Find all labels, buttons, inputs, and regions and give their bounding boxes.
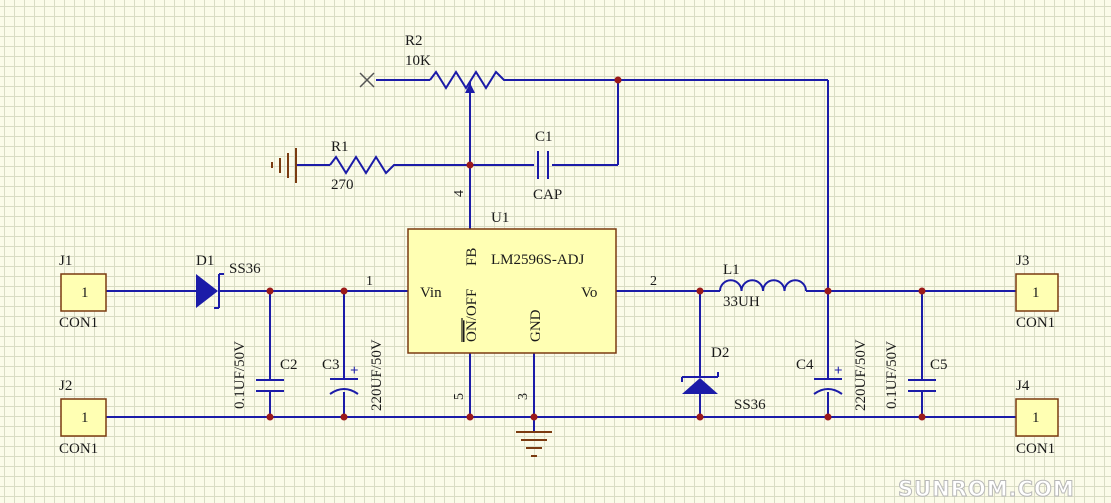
junction	[614, 76, 622, 84]
u1-pin-number-5: 5	[452, 393, 467, 400]
junction	[918, 413, 926, 421]
u1-pin-number-2: 2	[650, 274, 657, 289]
capacitor-c2[interactable]	[256, 379, 284, 392]
j2-type: CON1	[59, 441, 98, 457]
inductor-l1[interactable]	[719, 279, 807, 292]
u1-pin-number-1: 1	[366, 274, 373, 289]
r2-value: 10K	[405, 53, 431, 69]
c3-ref: C3	[322, 357, 340, 373]
u1-pin-vin: Vin	[420, 285, 442, 301]
c5-value: 0.1UF/50V	[884, 341, 900, 409]
j2-pin: 1	[81, 410, 89, 426]
u1-pin-vo: Vo	[581, 285, 597, 301]
u1-pin-on-off: ON/OFF	[464, 289, 480, 342]
l1-value: 33UH	[723, 294, 760, 310]
u1-pin-gnd: GND	[528, 309, 544, 342]
j3-pin: 1	[1032, 285, 1040, 301]
junction	[466, 161, 474, 169]
junction	[340, 287, 348, 295]
r1-value: 270	[331, 177, 354, 193]
capacitor-c3[interactable]	[329, 378, 359, 395]
r2-ref: R2	[405, 33, 423, 49]
diode-d2[interactable]	[681, 372, 719, 394]
j4-pin: 1	[1032, 410, 1040, 426]
d1-ref: D1	[196, 253, 214, 269]
r1-ref: R1	[331, 139, 349, 155]
c5-ref: C5	[930, 357, 948, 373]
d2-ref: D2	[711, 345, 729, 361]
connector-j3[interactable]	[1015, 273, 1059, 312]
c4-value: 220UF/50V	[853, 339, 869, 411]
c3-value: 220UF/50V	[369, 339, 385, 411]
u1-pin-number-3: 3	[516, 393, 531, 400]
junction	[824, 287, 832, 295]
c3-polarity: +	[350, 363, 359, 379]
diode-d1[interactable]	[196, 273, 224, 309]
junction	[340, 413, 348, 421]
ground-symbol-bottom	[516, 431, 552, 457]
j2-ref: J2	[59, 378, 72, 394]
junction	[696, 287, 704, 295]
junction	[824, 413, 832, 421]
junction	[266, 413, 274, 421]
capacitor-c1[interactable]	[537, 151, 549, 179]
j3-ref: J3	[1016, 253, 1029, 269]
u1-pin-number-4: 4	[452, 190, 467, 197]
c4-polarity: +	[834, 363, 843, 379]
watermark: SUNROM.COM	[898, 477, 1075, 501]
ic-u1[interactable]	[407, 228, 617, 354]
connector-j4[interactable]	[1015, 398, 1059, 437]
c4-ref: C4	[796, 357, 814, 373]
u1-ref: U1	[491, 210, 509, 226]
j1-ref: J1	[59, 253, 72, 269]
u1-pin-fb: FB	[464, 248, 480, 266]
j3-type: CON1	[1016, 315, 1055, 331]
junction	[696, 413, 704, 421]
j1-pin: 1	[81, 285, 89, 301]
junction	[530, 413, 538, 421]
d1-value: SS36	[229, 261, 261, 277]
d2-value: SS36	[734, 397, 766, 413]
l1-ref: L1	[723, 262, 740, 278]
no-connect-mark	[359, 72, 375, 88]
j1-type: CON1	[59, 315, 98, 331]
capacitor-c4[interactable]	[813, 378, 843, 395]
j4-type: CON1	[1016, 441, 1055, 457]
junctions	[266, 76, 926, 421]
resistor-r1[interactable]	[329, 155, 400, 175]
c2-ref: C2	[280, 357, 298, 373]
connector-j1[interactable]	[60, 273, 107, 312]
ground-symbol-left	[271, 148, 297, 183]
junction	[918, 287, 926, 295]
c1-ref: C1	[535, 129, 553, 145]
connector-j2[interactable]	[60, 398, 107, 437]
u1-part: LM2596S-ADJ	[491, 252, 585, 268]
j4-ref: J4	[1016, 378, 1030, 394]
junction	[466, 413, 474, 421]
capacitor-c5[interactable]	[908, 379, 936, 392]
c1-value: CAP	[533, 187, 562, 203]
junction	[266, 287, 274, 295]
c2-value: 0.1UF/50V	[232, 341, 248, 409]
resistor-r2[interactable]	[429, 70, 510, 94]
